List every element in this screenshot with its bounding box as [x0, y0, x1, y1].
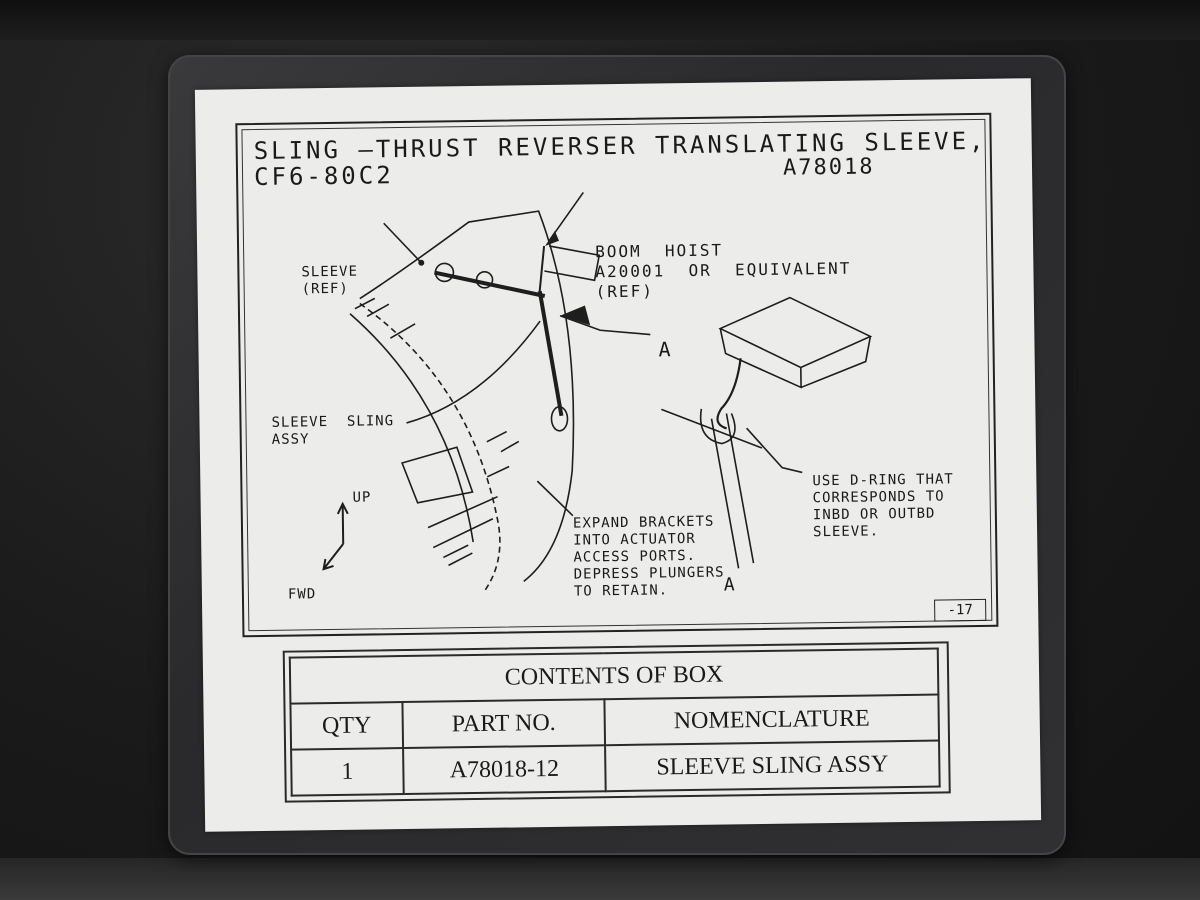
sling-upper-bar [434, 270, 546, 298]
label-view-a-callout: A [658, 337, 673, 362]
label-card: SLING —THRUST REVERSER TRANSLATING SLEEV… [194, 78, 1042, 832]
row-part-no: A78018-12 [403, 745, 606, 795]
leader-sling [406, 320, 541, 424]
sling-lower-ring [550, 406, 569, 432]
sling-illustration [322, 191, 873, 593]
sling-upper-ring [434, 262, 455, 283]
label-sleeve-ref: SLEEVE (REF) [301, 263, 359, 298]
up-arrow [336, 501, 349, 544]
drawing-frame: SLING —THRUST REVERSER TRANSLATING SLEEV… [235, 112, 999, 638]
row-qty: 1 [291, 748, 404, 796]
label-view-a-detail: A [723, 574, 737, 596]
label-up: UP [352, 489, 372, 506]
sleeve-edge-curve [349, 313, 474, 543]
background-top-edge [0, 0, 1200, 40]
detail-hook [716, 358, 742, 430]
background-bottom-edge [0, 858, 1200, 900]
sleeve-lower-panel [401, 446, 474, 504]
detail-cross-bar [661, 408, 763, 449]
leader-d-ring [746, 427, 803, 474]
bracket-bottom [443, 544, 473, 567]
sleeve-inner-curve [359, 302, 501, 593]
view-a-arrowhead [560, 305, 591, 326]
leader-brackets [536, 480, 574, 517]
boom-bar [544, 245, 601, 282]
sleeve-ref-dot [418, 259, 425, 266]
label-boom-hoist: BOOM HOIST A20001 OR EQUIVALENT (REF) [595, 240, 852, 302]
header-nomenclature: NOMENCLATURE [604, 694, 940, 746]
label-fwd: FWD [287, 586, 317, 603]
bracket-top [354, 297, 416, 339]
leader-a [559, 315, 651, 336]
header-qty: QTY [290, 702, 404, 750]
label-use-d-ring: USE D-RING THAT CORRESPONDS TO INBD OR O… [812, 471, 954, 541]
leader-sleeve [383, 222, 422, 264]
header-part-no: PART NO. [402, 699, 606, 749]
label-expand-brackets: EXPAND BRACKETS INTO ACTUATOR ACCESS POR… [572, 513, 725, 600]
sling-ring-2 [475, 271, 494, 289]
bracket-lower [427, 495, 498, 549]
boom-arrowhead [545, 230, 560, 246]
sling-vertical-bar [537, 290, 564, 417]
hook-line [538, 245, 546, 292]
fwd-arrow [322, 543, 345, 571]
sleeve-outline [359, 210, 575, 582]
row-nomenclature: SLEEVE SLING ASSY [605, 740, 940, 792]
bracket-mid [486, 430, 520, 478]
sheet-number: -17 [934, 598, 987, 622]
contents-table: CONTENTS OF BOX QTY PART NO. NOMENCLATUR… [289, 648, 941, 797]
label-sleeve-sling-assy: SLEEVE SLING ASSY [271, 413, 395, 448]
table-row: 1 A78018-12 SLEEVE SLING ASSY [291, 740, 940, 796]
detail-block [718, 296, 873, 389]
